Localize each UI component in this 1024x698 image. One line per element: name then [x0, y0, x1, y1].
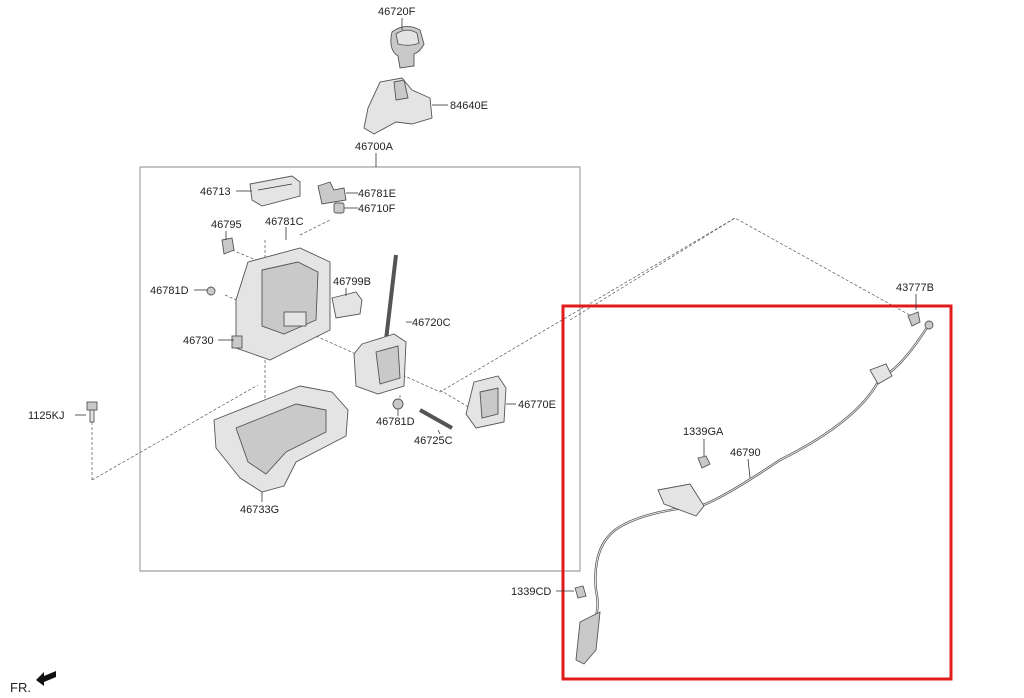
main-housing-part — [231, 247, 331, 361]
label-46781D-left: 46781D — [150, 285, 189, 297]
bolt-part — [86, 401, 98, 423]
label-46781C: 46781C — [265, 216, 304, 228]
shift-lever-part — [353, 254, 407, 395]
label-46781E: 46781E — [358, 188, 396, 200]
front-arrow-icon — [36, 671, 56, 686]
leader-lines — [75, 18, 917, 592]
label-46700A: 46700A — [355, 141, 394, 153]
label-46720F: 46720F — [378, 6, 416, 18]
nut-lower-part — [574, 585, 587, 599]
small-nut-part — [392, 398, 404, 410]
shift-boot-part — [363, 77, 433, 135]
label-46713: 46713 — [200, 186, 231, 198]
label-46795: 46795 — [211, 219, 242, 231]
nut-upper-part — [697, 455, 711, 469]
small-clip-part — [333, 202, 345, 214]
label-46781D-lower: 46781D — [376, 416, 415, 428]
small-bracket-part — [331, 291, 363, 319]
label-46720C: 46720C — [412, 317, 451, 329]
label-43777B: 43777B — [896, 282, 934, 294]
top-bracket-part — [249, 175, 301, 207]
shift-knob-part — [390, 26, 425, 69]
label-46730: 46730 — [183, 335, 214, 347]
label-1339GA: 1339GA — [683, 426, 724, 438]
label-46799B: 46799B — [333, 276, 371, 288]
highlight-box — [561, 304, 953, 681]
label-84640E: 84640E — [450, 100, 488, 112]
small-pin-part — [221, 237, 235, 255]
label-46733G: 46733G — [240, 504, 279, 516]
label-46770E: 46770E — [518, 399, 556, 411]
cable-clip-part — [907, 311, 921, 327]
label-46790: 46790 — [730, 447, 761, 459]
label-1125KJ: 1125KJ — [28, 410, 65, 422]
label-46710F: 46710F — [358, 203, 396, 215]
clip-left-part — [206, 286, 216, 296]
lower-bracket-part — [213, 385, 349, 493]
label-46725C: 46725C — [414, 435, 453, 447]
front-direction-marker: FR. — [10, 671, 56, 695]
shift-cable-part — [575, 320, 934, 665]
label-1339CD: 1339CD — [511, 586, 551, 598]
side-cover-part — [465, 375, 507, 429]
assembly-frame — [139, 166, 581, 572]
pin-part — [419, 408, 453, 430]
clip-part — [317, 181, 347, 205]
front-direction-label: FR. — [10, 680, 31, 695]
